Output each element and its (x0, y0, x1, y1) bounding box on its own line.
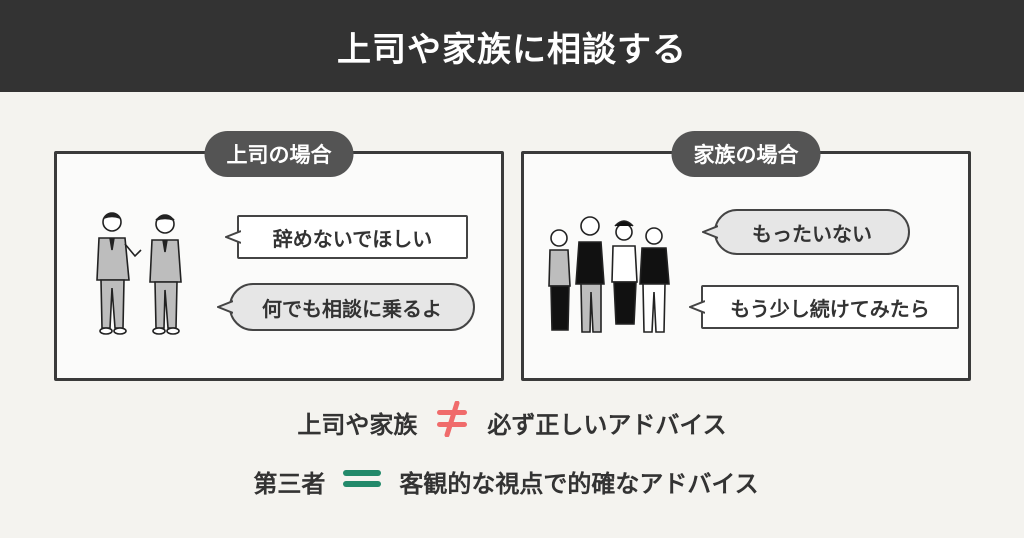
speech-bubble: もう少し続けてみたら (689, 285, 959, 329)
page-title: 上司や家族に相談する (337, 29, 687, 70)
panel-label-boss: 上司の場合 (204, 131, 354, 177)
speech-tail-icon (217, 300, 233, 314)
summary-line-equal: 第三者 客観的な視点で的確なアドバイス (0, 461, 1018, 501)
summary-left-text: 上司や家族 (297, 410, 418, 439)
bubble-text: 辞めないでほしい (272, 226, 433, 251)
bubble-text: もう少し続けてみたら (730, 296, 930, 321)
speech-bubble: もったいない (702, 209, 910, 255)
speech-tail-icon (225, 230, 241, 244)
family-case-panel: 家族の場合 もったいない (521, 131, 971, 381)
header-bar: 上司や家族に相談する (0, 0, 1024, 92)
summary-left-text: 第三者 (253, 469, 326, 498)
summary-line-not-equal: 上司や家族 必ず正しいアドバイス (0, 400, 1024, 443)
summary-right-text: 客観的な視点で的確なアドバイス (399, 469, 759, 498)
not-equal-icon (435, 400, 469, 443)
summary-right-text: 必ず正しいアドバイス (487, 410, 727, 439)
family-illustration-icon (548, 216, 670, 333)
bubble-text: もったいない (752, 221, 872, 246)
panel-label-family: 家族の場合 (671, 131, 821, 177)
speech-tail-icon (702, 225, 718, 239)
speech-tail-icon (689, 300, 705, 314)
businessmen-illustration-icon (96, 212, 182, 335)
speech-bubble: 何でも相談に乗るよ (217, 283, 475, 331)
equal-icon (343, 467, 382, 495)
speech-bubble: 辞めないでほしい (225, 215, 468, 259)
bubble-text: 何でも相談に乗るよ (262, 296, 442, 321)
boss-case-panel: 上司の場合 辞めないでほしい (54, 131, 504, 381)
